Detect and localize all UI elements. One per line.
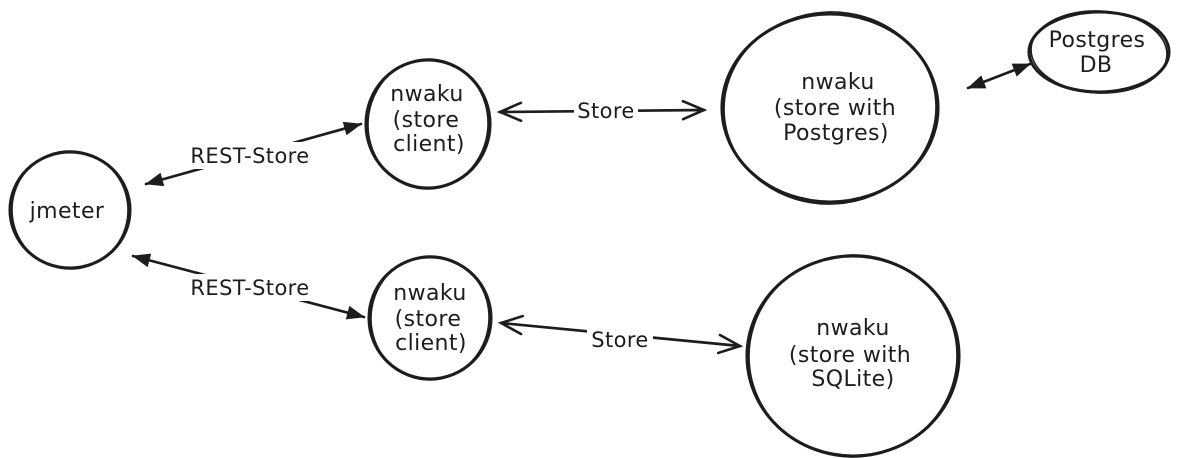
nwaku-store-postgres-circle-sketch	[723, 11, 937, 205]
postgres-db-circle-sketch	[1030, 10, 1168, 94]
nwaku-store-client-bottom-circle	[367, 255, 493, 381]
rest-store-bottom-label-bg	[186, 274, 315, 301]
nwaku-store-client-bottom-circle-sketch	[370, 255, 490, 381]
store-bottom-label-bg	[587, 326, 653, 353]
nwaku-store-postgres-label-line2: (store with	[774, 96, 896, 121]
nwaku-store-sqlite-label-line2: (store with	[789, 343, 911, 368]
store-bottom-label: Store	[591, 328, 649, 352]
node-nwaku-store-client-top: nwaku (store client)	[364, 58, 492, 190]
nwaku-store-sqlite-label-line3: SQLite)	[811, 367, 894, 392]
nwaku-store-client-top-label-line1: nwaku	[390, 82, 463, 107]
postgres-db-circle	[1027, 10, 1171, 94]
rest-store-bottom-label: REST-Store	[190, 276, 309, 300]
nwaku-store-client-bottom-label-line1: nwaku	[393, 281, 466, 306]
node-nwaku-store-client-bottom: nwaku (store client)	[367, 255, 493, 381]
nwaku-store-client-bottom-label-line3: client)	[395, 331, 467, 356]
rest-store-top-label: REST-Store	[190, 144, 309, 168]
edge-store-top: Store	[496, 97, 708, 124]
nwaku-store-sqlite-label-line1: nwaku	[816, 316, 889, 341]
jmeter-circle-sketch	[11, 150, 129, 270]
postgres-db-label-line1: Postgres	[1049, 28, 1146, 53]
postgres-db-link-arrow	[966, 62, 1032, 90]
nwaku-store-client-top-circle-sketch	[367, 58, 489, 190]
nwaku-store-client-top-circle	[364, 58, 492, 190]
nwaku-store-postgres-label-line3: Postgres)	[783, 121, 889, 146]
node-jmeter: jmeter	[8, 150, 132, 270]
nwaku-store-client-top-label-line2: (store	[393, 108, 460, 133]
rest-store-top-label-bg	[186, 142, 315, 169]
edge-postgres-db-link	[966, 62, 1032, 90]
nwaku-store-sqlite-circle-sketch	[748, 254, 958, 458]
store-top-label: Store	[577, 99, 635, 123]
edge-store-bottom: Store	[497, 314, 744, 355]
node-nwaku-store-sqlite: nwaku (store with SQLite)	[745, 254, 961, 458]
nwaku-store-postgres-label-line1: nwaku	[801, 70, 874, 95]
postgres-db-label-line2: DB	[1080, 53, 1113, 78]
jmeter-label: jmeter	[29, 199, 105, 224]
store-top-label-bg	[574, 97, 638, 124]
jmeter-circle	[8, 150, 132, 270]
node-postgres-db: Postgres DB	[1027, 10, 1171, 94]
edge-rest-store-top: REST-Store	[144, 121, 363, 187]
node-nwaku-store-postgres: nwaku (store with Postgres)	[720, 11, 940, 205]
edge-rest-store-bottom: REST-Store	[131, 253, 366, 320]
nwaku-store-sqlite-circle	[745, 254, 961, 458]
nwaku-store-client-top-label-line3: client)	[393, 132, 465, 157]
nwaku-store-client-bottom-label-line2: (store	[395, 307, 462, 332]
nwaku-store-postgres-circle	[720, 12, 940, 204]
